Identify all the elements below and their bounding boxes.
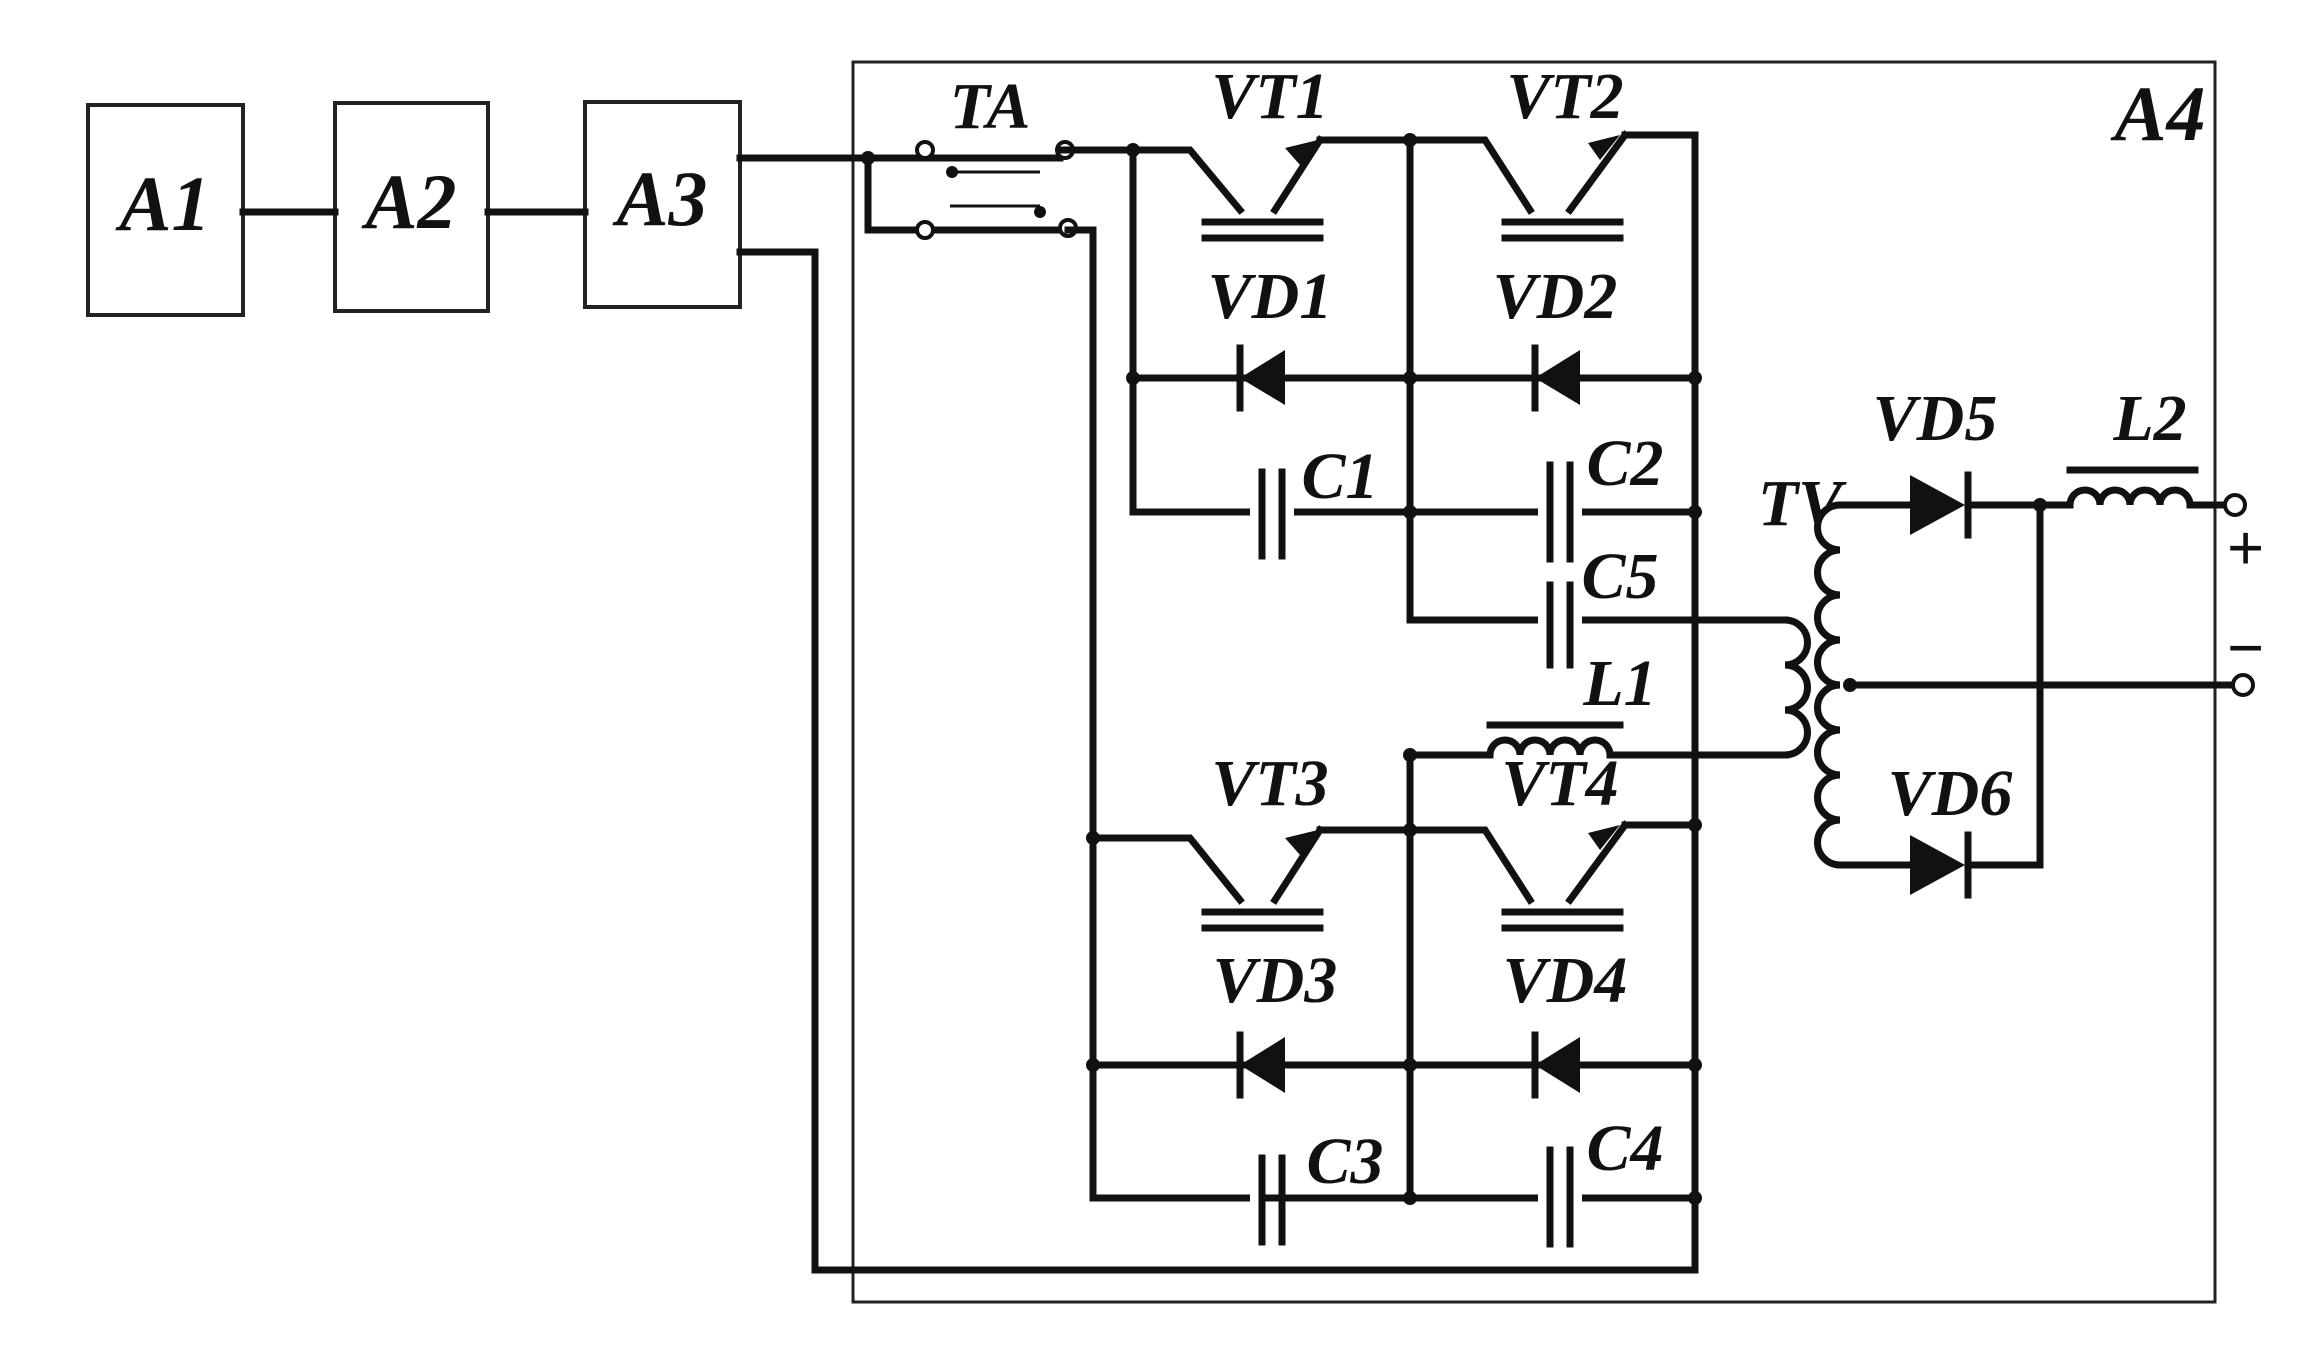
output-terminal-minus: −	[2225, 612, 2265, 697]
block-a1: A1	[86, 103, 245, 317]
block-a2-label: A2	[360, 158, 456, 245]
rail-left-bottom	[1089, 834, 1269, 1202]
vd3-label: VD3	[1213, 944, 1338, 1017]
vd5-label: VD5	[1873, 382, 1998, 455]
transistor-vt1: VT1	[1129, 60, 1414, 242]
vt2-label: VT2	[1506, 60, 1623, 133]
current-transformer-ta: TA	[915, 70, 1078, 240]
block-a2: A2	[333, 101, 490, 313]
wire-ta-vt3	[1064, 226, 1097, 842]
wire-a3-return	[736, 248, 1699, 1274]
inductor-l1: L1	[1406, 647, 1789, 759]
capacitor-c5: C5	[1538, 540, 1659, 669]
inductor-l2: L2	[2036, 382, 2229, 509]
diode-vd3: VD3	[1213, 944, 1338, 1099]
c3-label: C3	[1306, 1125, 1383, 1198]
diode-vd4: VD4	[1503, 944, 1628, 1099]
vt3-label: VT3	[1211, 747, 1328, 820]
capacitor-c4: C4	[1538, 1112, 1664, 1248]
diode-vd6: VD6	[1888, 757, 2044, 899]
c4-label: C4	[1586, 1112, 1663, 1185]
c2-label: C2	[1586, 427, 1663, 500]
diode-vd2: VD2	[1493, 260, 1618, 412]
l2-label: L2	[2112, 382, 2186, 455]
vd6-label: VD6	[1888, 757, 2013, 830]
plus-label: +	[2226, 512, 2264, 585]
junction-dots	[861, 133, 2047, 1205]
c1-label: C1	[1301, 440, 1378, 513]
l1-label: L1	[1582, 647, 1656, 720]
c5-label: C5	[1581, 540, 1658, 613]
transformer-tv: TV	[1758, 467, 1854, 869]
transistor-vt2: VT2	[1406, 60, 1699, 242]
vt1-label: VT1	[1211, 60, 1328, 133]
output-terminal-plus: +	[2223, 493, 2264, 585]
block-a1-label: A1	[114, 160, 210, 247]
vt4-label: VT4	[1501, 747, 1618, 820]
diode-vd5: VD5	[1873, 382, 2044, 539]
minus-label: −	[2225, 612, 2265, 685]
capacitor-c2: C2	[1538, 427, 1664, 563]
capacitor-c3: C3	[1250, 1125, 1384, 1246]
rail-left-top	[1129, 146, 1269, 516]
vd1-label: VD1	[1208, 260, 1333, 333]
block-a4-label: A4	[2109, 70, 2205, 157]
vd4-label: VD4	[1503, 944, 1628, 1017]
diode-vd1: VD1	[1208, 260, 1333, 412]
tv-label: TV	[1758, 467, 1847, 540]
block-a3-label: A3	[611, 155, 707, 242]
block-a3: A3	[583, 100, 742, 309]
transistor-vt4: VT4	[1406, 747, 1699, 932]
capacitor-c1: C1	[1250, 440, 1379, 560]
rail-mid-top	[1406, 136, 1789, 624]
vd2-label: VD2	[1493, 260, 1618, 333]
ta-label: TA	[950, 70, 1031, 143]
transistor-vt3: VT3	[1089, 747, 1414, 932]
wire-a3-ta-top	[736, 154, 924, 234]
